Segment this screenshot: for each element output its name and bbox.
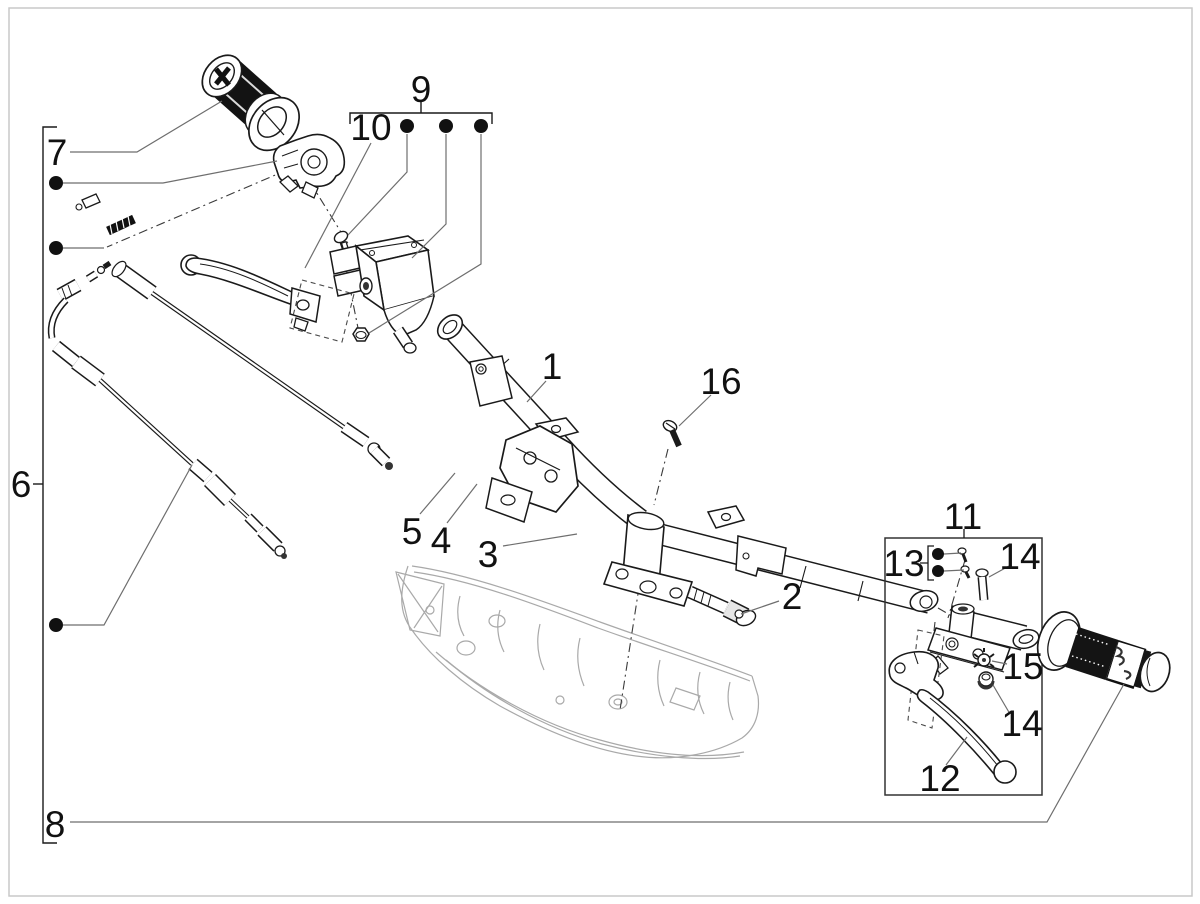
callout-label-2: 2 [782, 576, 803, 617]
front-master-cylinder [329, 230, 435, 354]
callout-label-1: 1 [542, 346, 563, 387]
throttle-cable [47, 260, 287, 559]
callout-label-13: 13 [883, 543, 924, 584]
callout-brackets [33, 102, 965, 844]
callout-label-15: 15 [1002, 646, 1043, 687]
callout-label-7: 7 [47, 132, 68, 173]
callout-label-12: 12 [919, 758, 960, 799]
page-border [8, 7, 1193, 897]
front-brake-lever [180, 254, 355, 343]
callout-label-9: 9 [411, 69, 432, 110]
steering-bracket [485, 425, 787, 607]
callout-label-11: 11 [944, 496, 982, 537]
callout-label-14-top: 14 [999, 536, 1040, 577]
callout-label-10: 10 [350, 107, 391, 148]
callout-label-14-bottom: 14 [1001, 703, 1042, 744]
callout-label-5: 5 [402, 511, 423, 552]
leader-lines [63, 100, 1125, 823]
callout-label-3: 3 [478, 534, 499, 575]
fixing-bolt-2 [687, 586, 757, 627]
right-grip [1036, 611, 1171, 693]
clamp-bracket-assembly [907, 547, 1040, 729]
callout-dots [49, 119, 944, 632]
left-grip [201, 54, 300, 152]
callout-label-8: 8 [45, 804, 66, 845]
screw-16 [662, 419, 682, 448]
callout-label-6: 6 [11, 464, 32, 505]
callout-label-4: 4 [431, 520, 452, 561]
throttle-housing [272, 133, 346, 199]
body-panel [395, 565, 760, 760]
transmission-cable [75, 193, 393, 470]
rear-brake-lever [888, 650, 1017, 784]
callout-label-16: 16 [700, 361, 741, 402]
